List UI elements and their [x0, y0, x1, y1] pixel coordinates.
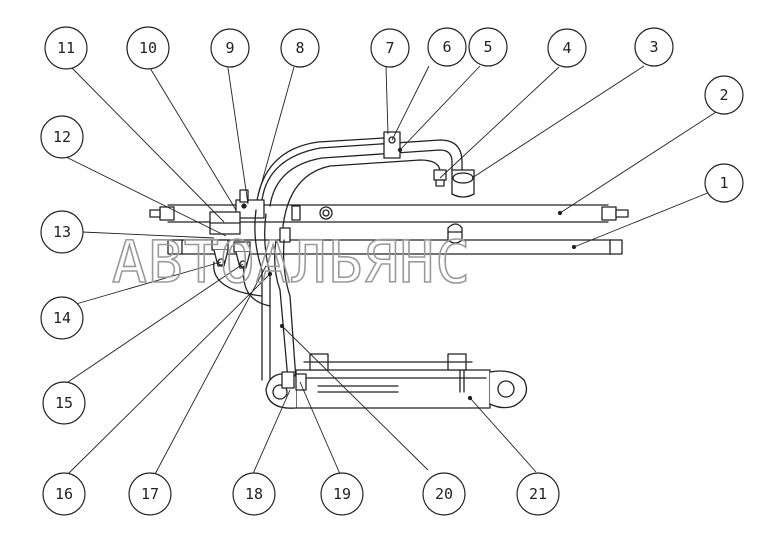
callout-number: 11 — [57, 39, 75, 57]
callout-13: 13 — [40, 210, 84, 254]
callout-4: 4 — [547, 28, 587, 68]
callout-circle — [422, 472, 466, 516]
callout-circle — [42, 381, 86, 425]
callout-number: 17 — [141, 485, 159, 503]
callout-number: 21 — [529, 485, 547, 503]
callout-number: 1 — [719, 174, 728, 192]
callout-circle — [210, 28, 250, 68]
callout-8: 8 — [280, 28, 320, 68]
vertical-pipes — [213, 209, 297, 381]
callout-circle — [40, 210, 84, 254]
callout-5: 5 — [468, 27, 508, 67]
assembly-drawing — [149, 131, 629, 409]
callout-14: 14 — [40, 296, 84, 340]
callout-12: 12 — [40, 115, 84, 159]
lower-tube — [167, 223, 623, 255]
callout-number: 4 — [562, 39, 571, 57]
callout-3: 3 — [634, 27, 674, 67]
callout-19: 19 — [320, 472, 364, 516]
callout-1: 1 — [704, 163, 744, 203]
callout-circle — [128, 472, 172, 516]
callout-circle — [40, 115, 84, 159]
callout-11: 11 — [44, 26, 88, 70]
upper-pipes — [255, 131, 475, 241]
callout-circle — [42, 472, 86, 516]
callout-circle — [232, 472, 276, 516]
callout-circle — [126, 26, 170, 70]
callout-number: 10 — [139, 39, 157, 57]
callout-18: 18 — [232, 472, 276, 516]
callout-circle — [704, 163, 744, 203]
callout-9: 9 — [210, 28, 250, 68]
callout-10: 10 — [126, 26, 170, 70]
callout-circle — [320, 472, 364, 516]
callout-circle — [427, 27, 467, 67]
callout-circle — [704, 75, 744, 115]
callout-7: 7 — [370, 28, 410, 68]
callout-circle — [370, 28, 410, 68]
valve-block — [209, 189, 301, 269]
callout-number: 5 — [483, 38, 492, 56]
callout-number: 16 — [55, 485, 73, 503]
callout-2: 2 — [704, 75, 744, 115]
callout-number: 6 — [442, 38, 451, 56]
callout-20: 20 — [422, 472, 466, 516]
callout-6: 6 — [427, 27, 467, 67]
callout-21: 21 — [516, 472, 560, 516]
callout-circle — [634, 27, 674, 67]
callout-17: 17 — [128, 472, 172, 516]
callout-circle — [280, 28, 320, 68]
callout-circle — [516, 472, 560, 516]
callout-number: 20 — [435, 485, 453, 503]
callout-number: 3 — [649, 38, 658, 56]
watermark-text: АВТОАЛЬЯНС — [112, 228, 471, 296]
callout-number: 19 — [333, 485, 351, 503]
callout-number: 9 — [225, 39, 234, 57]
long-tube — [149, 204, 629, 223]
callout-number: 18 — [245, 485, 263, 503]
callout-number: 8 — [295, 39, 304, 57]
callout-circle — [547, 28, 587, 68]
callout-15: 15 — [42, 381, 86, 425]
callout-number: 12 — [53, 128, 71, 146]
callout-number: 7 — [385, 39, 394, 57]
callout-number: 13 — [53, 223, 71, 241]
callout-circle — [44, 26, 88, 70]
leader-lines — [63, 65, 717, 477]
hydraulic-cylinder — [265, 353, 528, 409]
callout-number: 2 — [719, 86, 728, 104]
callout-circle — [40, 296, 84, 340]
callout-16: 16 — [42, 472, 86, 516]
callout-circle — [468, 27, 508, 67]
callout-number: 15 — [55, 394, 73, 412]
callout-number: 14 — [53, 309, 71, 327]
